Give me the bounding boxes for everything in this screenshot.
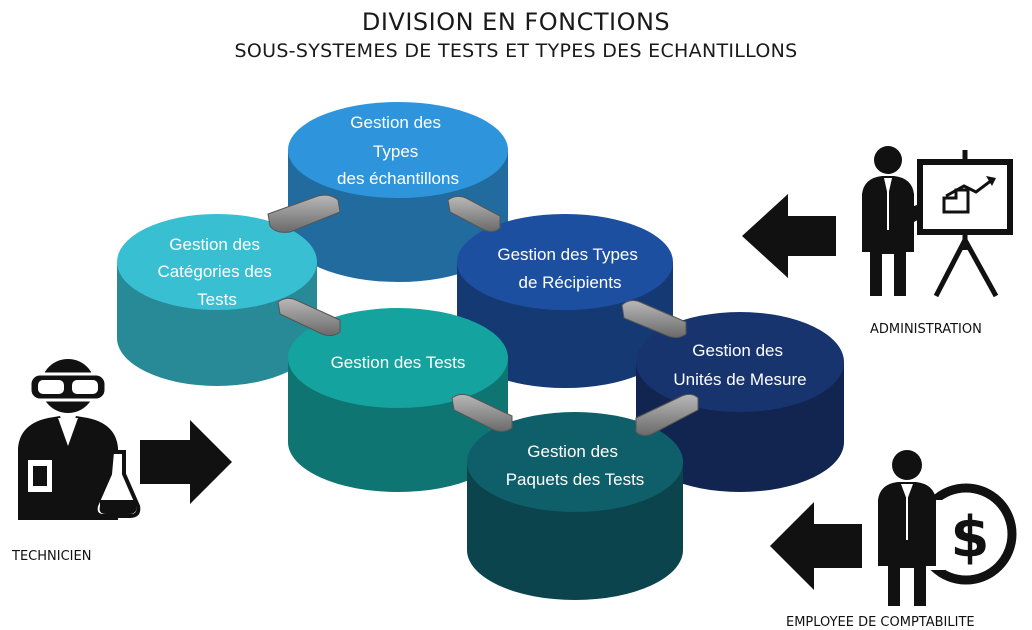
accountant-dollar-icon: $ xyxy=(878,450,1017,606)
page-title: DIVISION EN FONCTIONS xyxy=(361,8,671,36)
presenter-chart-icon xyxy=(862,146,1013,298)
module-tests: Gestion des Tests xyxy=(288,308,508,492)
connector-paquets-unites xyxy=(635,393,699,437)
connector-types-recipients xyxy=(447,195,501,233)
cylinder-top xyxy=(467,412,683,512)
page-subtitle: SOUS-SYSTEMES DE TESTS ET TYPES DES ECHA… xyxy=(234,40,798,62)
actor-label-comptabilite: EMPLOYEE DE COMPTABILITE xyxy=(786,615,975,630)
connector-categories-types xyxy=(267,194,341,233)
module-label-types-recipients: Gestion des Types de Récipients xyxy=(497,245,642,292)
cylinder-top xyxy=(288,308,508,408)
module-types-recipients: Gestion des Types de Récipients xyxy=(457,214,673,388)
cylinder-top xyxy=(117,214,317,310)
module-label-paquets-tests: Gestion des Paquets des Tests xyxy=(506,442,645,489)
connectors xyxy=(267,194,699,437)
actor-label-technicien: TECHNICIEN xyxy=(11,549,91,564)
arrow-right-icon xyxy=(140,420,232,504)
svg-text:$: $ xyxy=(951,505,990,570)
module-label-categories-tests: Gestion des Catégories des Tests xyxy=(157,235,276,309)
connector-recipients-unites xyxy=(621,300,687,339)
cylinder-top xyxy=(636,312,844,412)
module-categories-tests: Gestion des Catégories des Tests xyxy=(117,214,317,386)
actor-label-administration: ADMINISTRATION xyxy=(870,322,982,337)
cylinder-top xyxy=(457,214,673,310)
module-types-echantillons: Gestion des Types des échantillons xyxy=(288,102,508,282)
arrow-left-icon xyxy=(770,502,862,590)
module-label-unites-mesure: Gestion des Unités de Mesure xyxy=(673,341,806,389)
arrow-left-icon xyxy=(742,194,836,278)
module-label-tests: Gestion des Tests xyxy=(331,353,466,372)
connector-tests-paquets xyxy=(451,393,513,433)
lab-technician-icon xyxy=(18,359,141,520)
module-paquets-tests: Gestion des Paquets des Tests xyxy=(467,412,683,600)
module-label-types-echantillons: Gestion des Types des échantillons xyxy=(337,113,459,188)
connector-categories-tests xyxy=(277,297,341,337)
cylinder-top xyxy=(288,102,508,198)
